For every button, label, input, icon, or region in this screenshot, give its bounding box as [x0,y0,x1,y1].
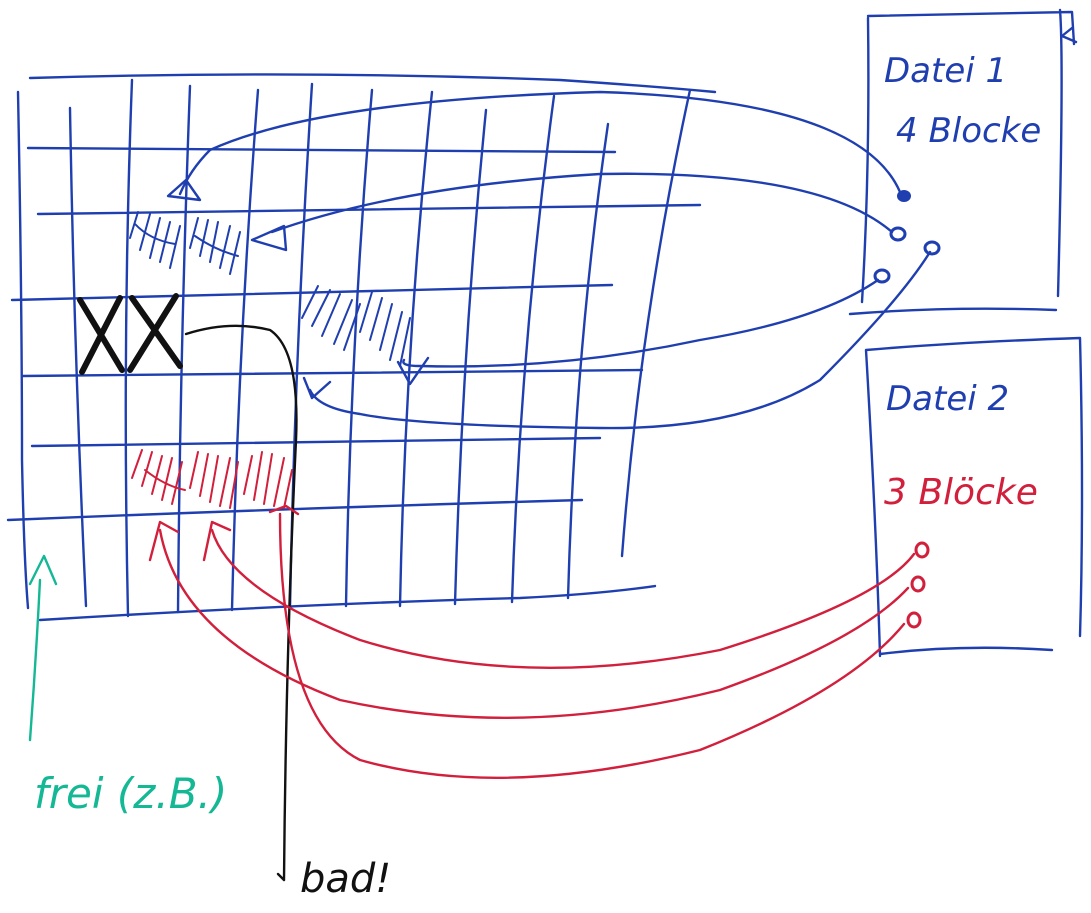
arrowhead [148,520,180,562]
bad-block-marks [77,293,183,375]
grid-left-edge [16,90,30,610]
file2-pointer-arrows [148,504,916,779]
grid-col-line [344,88,374,608]
arrowhead [166,178,202,202]
free-pointer-line [28,578,42,742]
grid-col-line [176,84,192,614]
grid-col-line [453,108,488,606]
free-label: frei (z.B.) [34,769,227,818]
grid-col-line [230,88,260,612]
grid-col-line [68,106,88,608]
grid-col-line [510,94,556,604]
grid-bottom-edge [38,584,657,622]
disk-grid [6,73,717,622]
grid-row-line [36,203,702,216]
file1-pointer-arrows [166,90,932,430]
grid-row-line [6,498,584,522]
grid-row-line [26,146,617,154]
file1-block [189,217,241,275]
pointer-dot [914,541,930,559]
grid-row-line [10,283,614,302]
grid-col-line [620,88,692,558]
pointer-dot [889,226,907,242]
bad-pointer-line [184,324,298,882]
file2-box [864,336,1084,658]
arrowhead [396,356,430,386]
free-pointer [28,554,58,742]
file2-title: Datei 2 [886,379,1009,419]
file1-block [359,291,411,367]
file2-block [131,449,186,505]
grid-row-line [30,436,602,448]
file2-pointer-dots [906,541,930,629]
bad-label: bad! [300,856,391,902]
grid-col-line [124,78,134,618]
pointer-dot [906,611,922,629]
arrowhead [302,376,332,400]
pointer-arrow [402,278,880,368]
bad-block-x [127,293,183,373]
pointer-dot [910,575,926,593]
file1-block [129,211,181,269]
pointer-arrow [178,90,902,196]
file1-title: Datei 1 [884,51,1007,91]
file1-box [848,8,1078,316]
file2-block-count: 3 Blöcke [884,472,1038,513]
pointer-arrow [158,528,910,719]
file1-corner-arrow [1060,26,1078,44]
pointer-dot [923,240,941,256]
pointer-arrow [278,512,906,779]
file2-block [189,451,239,509]
grid-top-edge [28,73,717,94]
free-pointer-arrowhead [28,554,58,586]
file2-block [243,451,293,509]
pointer-arrow [270,172,894,234]
pointer-arrow [308,250,932,430]
file1-block [301,285,361,351]
arrowhead [202,520,232,562]
file1-pointer-dots [873,190,941,284]
pointer-dot [873,268,891,284]
arrowhead [268,504,300,516]
grid-col-line [398,90,434,608]
bad-block-x [77,295,125,375]
arrowhead [250,224,288,252]
grid-row-line [20,368,644,378]
file1-block-count: 4 Blocke [896,111,1041,151]
grid-col-line [566,122,610,600]
pointer-arrow [210,528,916,669]
